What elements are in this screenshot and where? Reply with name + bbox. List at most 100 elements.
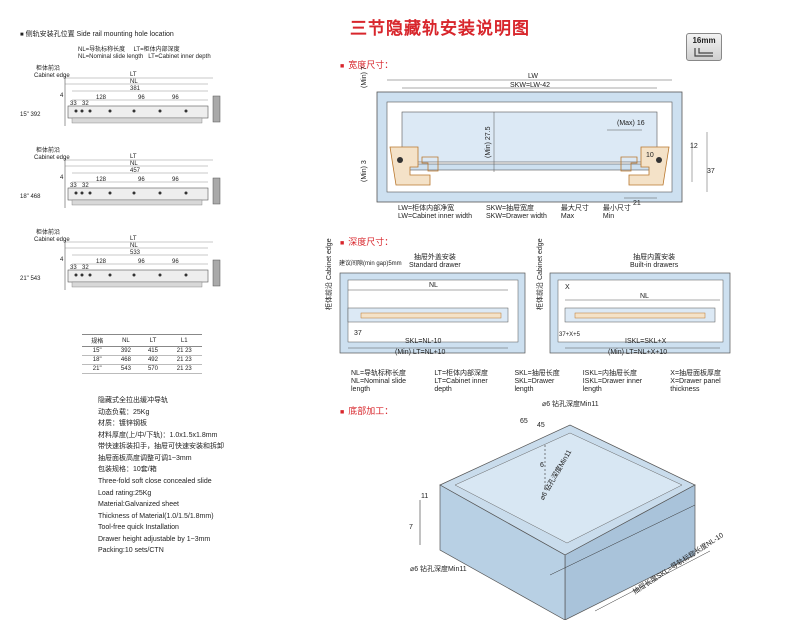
spec-line: Thickness of Material(1.0/1.5/1.8mm)	[98, 512, 214, 520]
dim-96: 96	[138, 259, 145, 265]
table-cell: 392	[112, 346, 140, 356]
dim-nl: NL	[130, 79, 138, 85]
mount-hole	[132, 191, 136, 195]
drill-bot: ⌀6 钻孔深度Min11	[410, 566, 467, 573]
legend-cn: SKW=抽屉宽度	[486, 205, 535, 212]
legend-cn: LW=柜体内部净宽	[398, 205, 455, 212]
legend-lt-en: LT=Cabinet inner depth	[148, 54, 211, 60]
gap-note: 建议间隙(min gap)5mm	[339, 261, 402, 267]
mount-hole	[158, 109, 162, 113]
mount-hole	[74, 191, 78, 195]
standard-en: Standard drawer	[409, 262, 461, 269]
legend-nl-en: NL=Nominal slide length	[78, 54, 144, 60]
dim-128: 128	[96, 95, 107, 101]
spec-line: 材料厚度(上/中/下轨)：1.0x1.5x1.8mm	[98, 431, 218, 439]
mount-hole	[184, 191, 188, 195]
mount-hole	[158, 191, 162, 195]
table-cell: 21 23	[166, 355, 202, 365]
th-nl: NL	[112, 334, 140, 347]
table-cell: 15"	[82, 346, 113, 356]
bottom-heading-text: 底部加工：	[348, 406, 394, 416]
mount-hole	[80, 191, 84, 195]
dim-nl: NL	[130, 243, 138, 249]
spec-line: 动态负载：25Kg	[98, 408, 150, 416]
spec-line: Tool-free quick Installation	[98, 524, 179, 531]
legend-cn: LT=柜体内部深度	[434, 370, 489, 377]
rail-drawing	[64, 158, 221, 208]
cabinet-edge-en: Cabinet edge	[34, 155, 70, 161]
legend-lt-cn: LT=柜体内部深度	[133, 47, 180, 53]
dim-96: 96	[172, 95, 179, 101]
legend-en: ISKL=Drawer inner length	[582, 378, 643, 393]
depth-minlt-1: (Min) LT=NL+10	[395, 349, 446, 356]
mount-hole	[80, 109, 84, 113]
left-rail-section	[389, 146, 439, 186]
right-rail-section	[620, 146, 670, 186]
mount-hole	[88, 109, 92, 113]
table-cell: 468	[112, 355, 140, 365]
rear-bracket	[212, 95, 221, 123]
dim-33: 33	[70, 101, 77, 107]
slide-profile-icon	[694, 48, 713, 57]
legend-cn: SKL=抽屉长度	[514, 370, 560, 377]
dim-4: 4	[60, 257, 64, 263]
table-cell: 492	[139, 355, 167, 365]
dim-length: 381	[130, 86, 141, 92]
depth-skl-1: SKL=NL-10	[405, 338, 442, 345]
dim-96: 96	[172, 259, 179, 265]
mount-hole	[132, 273, 136, 277]
bottom-heading: ■底部加工：	[340, 406, 394, 416]
spec-line: Load rating:25Kg	[98, 489, 152, 497]
dim-37: 37	[707, 168, 715, 175]
dim-6: 6	[540, 462, 544, 469]
left-header-cn: 侧轨安装孔位置	[25, 31, 75, 38]
depth-nl-2: NL	[640, 293, 649, 300]
th-lt: LT	[139, 334, 167, 347]
rear-bracket	[212, 259, 221, 287]
badge-label: 16mm	[692, 36, 716, 45]
legend-en: LW=Cabinet inner width	[398, 213, 472, 220]
mount-hole	[74, 273, 78, 277]
dim-11: 11	[421, 493, 429, 500]
depth-x: X	[565, 284, 570, 291]
table-cell: 570	[139, 364, 167, 374]
builtin-cn: 抽屉内置安装	[633, 254, 676, 261]
builtin-drawer-label: 抽屉内置安装 Built-in drawers	[630, 254, 678, 270]
rail-drawing-group	[64, 76, 221, 290]
legend-cn: 最小尺寸	[602, 205, 631, 212]
legend-cn: X=抽屉面板厚度	[670, 370, 722, 377]
spec-line: Material:Galvanized sheet	[98, 501, 179, 508]
spec-line: 材质：镀锌钢板	[98, 420, 147, 427]
legend-en: SKW=Drawer width	[486, 213, 547, 220]
width-diagram	[376, 79, 708, 203]
table-cell: 21 23	[166, 364, 202, 374]
specs-en: Three-fold soft close concealed slide Lo…	[98, 476, 214, 557]
mount-hole	[108, 273, 112, 277]
drawer-3d	[419, 424, 711, 620]
depth-nl-1: NL	[429, 282, 438, 289]
legend-en: LT=Cabinet inner depth	[434, 378, 488, 393]
depth-37-1: 37	[354, 330, 362, 337]
dim-4: 4	[60, 93, 64, 99]
spec-table-header: 规格 NL LT L1	[82, 334, 202, 347]
rail-drawing	[64, 240, 221, 290]
dim-min7: (Min) 7	[361, 66, 368, 88]
spec-line: 包装规格：10套/箱	[98, 466, 157, 473]
left-header: ■ 侧轨安装孔位置 Side rail mounting hole locati…	[20, 31, 174, 38]
thickness-badge: 16mm	[686, 33, 722, 61]
mount-hole	[74, 109, 78, 113]
rail-size-label: 21" 543	[20, 276, 41, 282]
width-heading-text: 宽度尺寸：	[348, 60, 394, 70]
spec-line: Packing:10 sets/CTN	[98, 547, 164, 554]
dim-21: 21	[633, 200, 641, 207]
drill-top: ⌀6 钻孔深度Min11	[542, 401, 599, 408]
depth-minlt-2: (Min) LT=NL+X+10	[608, 349, 668, 356]
rail-legend: NL=导轨标称长度 LT=柜体内部深度 NL=Nominal slide len…	[78, 47, 211, 61]
